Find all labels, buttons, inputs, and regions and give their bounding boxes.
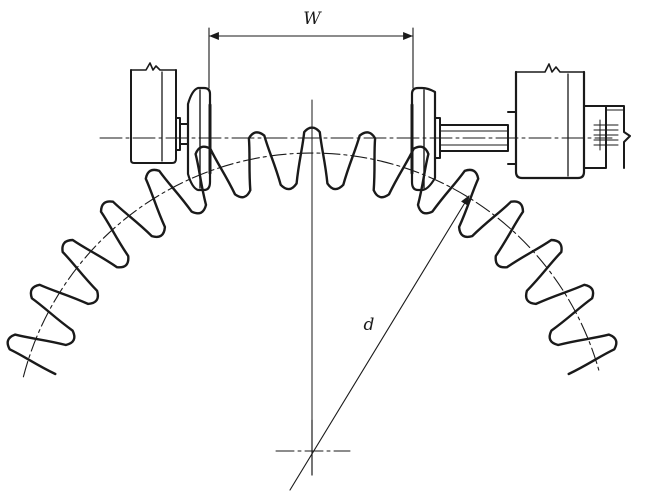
gear-center-mark (275, 419, 351, 476)
pitch-circle (22, 152, 600, 378)
right-micrometer-spindle (410, 63, 631, 192)
diameter-dimension: d (289, 195, 470, 491)
span-label: W (303, 9, 322, 29)
left-micrometer-anvil (130, 62, 212, 192)
diameter-label: d (364, 315, 375, 335)
span-dimension: W (208, 9, 414, 89)
